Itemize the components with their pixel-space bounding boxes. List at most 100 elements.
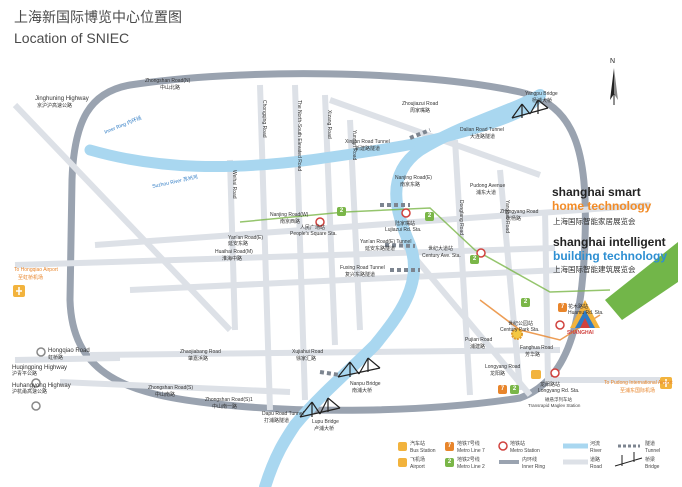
label-chongqing: Chongqing Road	[261, 100, 267, 138]
label-nanpu-en: Nanpu Bridge	[350, 381, 381, 387]
label-huqingping-cn: 沪青平公路	[12, 371, 38, 377]
label-north-south: The North-South Elevated Road	[296, 100, 302, 172]
legend-graphics	[398, 441, 643, 467]
legend-airport-en: Airport	[410, 464, 425, 470]
label-zhongshan-n-cn: 中山北路	[160, 85, 181, 91]
label-peoples-square-en: People's Square Sta.	[290, 231, 337, 237]
label-dapu-cn: 打浦路隧道	[264, 418, 290, 424]
label-xujiahui-en: Xujiahui Road	[292, 349, 324, 355]
century-park-icon	[511, 328, 523, 340]
label-zhongshan-s1-cn: 中山南一路	[212, 404, 238, 410]
label-xizang: Xizang Road	[326, 110, 332, 139]
label-huhangyong-cn: 沪杭甬高速公路	[12, 389, 48, 395]
label-nanpu-cn: 南浦大桥	[352, 388, 373, 394]
label-maglev-cn: 磁悬浮列车站	[545, 397, 572, 402]
sniec-logo	[570, 300, 600, 328]
legend-metro7-cn: 地铁7号线	[457, 441, 480, 447]
label-century-ave-cn: 世纪大道站	[428, 246, 454, 252]
pudong-airport-icon	[660, 377, 672, 389]
legend-metro-2-badge: 2	[445, 458, 454, 467]
label-yanan-tunnel-en: Yan'an Road(E) Tunnel	[360, 239, 412, 245]
label-zhongshan-n-en: Zhongshan Road(N)	[145, 78, 191, 84]
metro-7-badge: 7	[498, 385, 507, 394]
label-lujiazui-en: Lujiazui Rd. Sta.	[385, 227, 422, 233]
label-yanan-en: Yan'an Road(E)	[228, 235, 264, 241]
legend-airport-cn: 飞机场	[410, 457, 426, 463]
highway-marker-2	[31, 401, 41, 411]
legend-tunnel-en: Tunnel	[645, 448, 661, 454]
compass-label: N	[610, 58, 616, 65]
label-zhangyang-en: Zhangyang Road	[500, 209, 539, 215]
label-zhaojiabang-cn: 肇嘉浜路	[188, 356, 209, 362]
label-zhoujiazui-en: Zhoujiazui Road	[402, 101, 439, 107]
label-longyang-cn: 龙阳路	[490, 371, 506, 377]
label-zhongshan-s-en: Zhongshan Road(S)	[148, 385, 194, 391]
label-huamu-en: Huamu Rd. Sta.	[568, 310, 604, 316]
event-building-line1: shanghai intelligent	[553, 235, 666, 249]
label-dongfang: Dongfang Road	[458, 200, 464, 236]
road-network	[12, 84, 660, 411]
legend-metro-station-cn: 地铁站	[510, 441, 526, 447]
metro-2-badge: 2	[425, 212, 434, 221]
legend-metro-station-en: Metro Station	[510, 448, 540, 454]
label-weihai: Weihai Road	[231, 170, 237, 199]
bus-station-icon	[531, 370, 541, 379]
label-yangpu-en: Yangpu Bridge	[525, 91, 558, 97]
legend-river-cn: 河流	[590, 441, 601, 447]
legend-river-en: River	[590, 448, 602, 454]
label-zhoujiazui-cn: 周家嘴路	[410, 108, 431, 114]
label-xujiahui-cn: 徐家汇路	[296, 356, 317, 362]
label-longyang-sta-en: Longyang Rd. Sta.	[538, 388, 580, 394]
label-zhongshan-s1-en: Zhongshan Road(S)1	[205, 397, 253, 403]
label-pujian-en: Pujian Road	[465, 337, 493, 343]
legend-tunnel-cn: 隧道	[645, 441, 656, 447]
label-zhaojiabang-en: Zhaojiabang Road	[180, 349, 221, 355]
sniec-highlight	[605, 242, 678, 320]
label-jinghuning-en: Jinghuning Highway	[35, 96, 89, 102]
label-hongqiao-airport-en: To Hongqiao Airport	[14, 267, 58, 273]
label-xinjian-tunnel-cn: 新建路隧道	[355, 146, 381, 152]
map-title-cn: 上海新国际博览中心位置图	[14, 9, 182, 25]
event-smart-home-cn: 上海国际智能家居展览会	[553, 217, 636, 226]
hongqiao-road-marker	[36, 347, 46, 357]
hongqiao-airport-icon	[13, 285, 25, 297]
label-pudong-ave-cn: 浦东大道	[476, 190, 497, 196]
label-huhangyong-en: Huhangyong Highway	[12, 383, 71, 389]
label-century-park-cn: 世纪公园站	[508, 321, 534, 327]
label-xinjian-tunnel-en: Xinjian Road Tunnel	[345, 139, 390, 145]
label-hongqiao-road-cn: 虹桥路	[48, 355, 64, 361]
label-lupu-en: Lupu Bridge	[312, 419, 339, 425]
label-zhongshan-s-cn: 中山南路	[155, 392, 176, 398]
label-pudong-ave-en: Pudong Avenue	[470, 183, 506, 189]
label-nanjing-e-cn: 南京东路	[400, 182, 421, 188]
label-longyang-sta-cn: 龙阳路站	[540, 382, 561, 388]
label-maglev-en: Transrapid Maglev Station	[528, 403, 581, 408]
metro-stations	[315, 208, 565, 378]
label-peoples-square-cn: 人民广场站	[300, 225, 326, 231]
event-smart-home-line2: home technology	[552, 199, 652, 213]
label-century-ave-en: Century Ave. Sta.	[422, 253, 461, 259]
label-nanjing-w-en: Nanjing Road(W)	[270, 212, 309, 218]
label-jinghuning-cn: 京沪沪高速公路	[37, 103, 73, 109]
label-pujian-cn: 浦建路	[470, 344, 486, 350]
label-yangpu-cn: 杨浦大桥	[532, 98, 553, 104]
label-lujiazui-cn: 陆家嘴站	[395, 221, 416, 227]
metro-2-badge: 2	[510, 385, 519, 394]
label-century-park-en: Century Park Sta.	[500, 327, 540, 333]
legend-metro2-en: Metro Line 2	[457, 464, 485, 470]
legend-inner-ring-en: Inner Ring	[522, 464, 546, 470]
legend-metro-7-badge: 7	[445, 442, 454, 451]
legend-road-cn: 道路	[590, 457, 601, 463]
label-fuxing-tunnel-en: Fuxing Road Tunnel	[340, 265, 385, 271]
metro-7-badge: 7	[558, 303, 567, 312]
suzhou-river	[84, 89, 546, 173]
label-fanghua-cn: 芳华路	[525, 352, 541, 358]
metro-line-2	[239, 207, 611, 293]
highway-marker	[31, 378, 41, 388]
label-dapu-en: Dapu Road Tunnel	[262, 411, 304, 417]
label-nanjing-w-cn: 南京西路	[280, 219, 301, 225]
legend-bus-cn: 汽车站	[410, 441, 426, 447]
label-nanjing-e-en: Nanjing Road(E)	[395, 175, 432, 181]
